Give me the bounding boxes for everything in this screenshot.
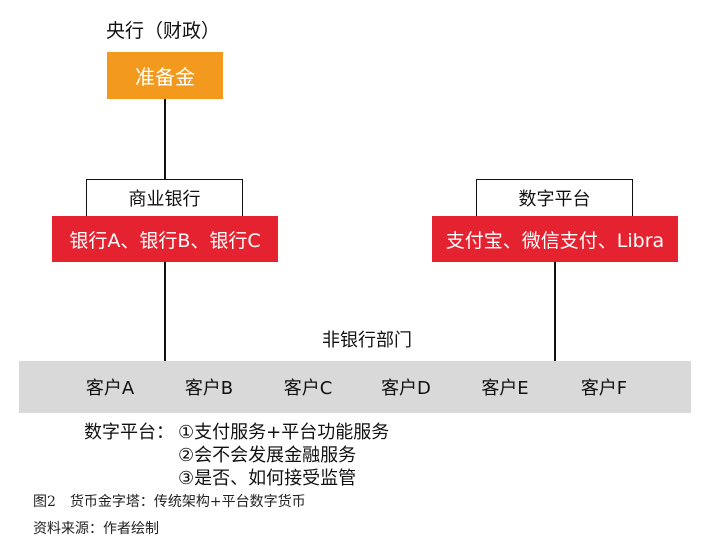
nonbank-sector-label: 非银行部门 [322, 330, 412, 351]
digital-platform-label: 数字平台 [476, 179, 633, 217]
client-d: 客户D [381, 378, 431, 399]
central-bank-label: 央行（财政） [106, 20, 221, 42]
client-e: 客户E [481, 378, 529, 399]
connector-banks-to-clients [164, 262, 166, 361]
banks-box: 银行A、银行B、银行C [52, 216, 278, 262]
platforms-box: 支付宝、微信支付、Libra [432, 216, 678, 262]
client-a: 客户A [85, 378, 135, 399]
commercial-bank-label: 商业银行 [86, 179, 243, 217]
note-item-2: ②会不会发展金融服务 [178, 445, 357, 466]
figure-source: 资料来源：作者绘制 [33, 521, 159, 537]
client-bar [19, 361, 691, 413]
connector-platforms-to-clients [554, 262, 556, 361]
note-item-3: ③是否、如何接受监管 [178, 468, 357, 489]
note-item-1: ①支付服务+平台功能服务 [178, 422, 390, 443]
client-f: 客户F [580, 378, 628, 399]
figure-caption: 图2 货币金字塔：传统架构+平台数字货币 [33, 494, 306, 510]
client-c: 客户C [283, 378, 333, 399]
reserve-box: 准备金 [107, 52, 223, 99]
connector-reserve-to-bank [164, 99, 166, 179]
notes-prefix: 数字平台： [84, 422, 174, 443]
client-b: 客户B [184, 378, 234, 399]
